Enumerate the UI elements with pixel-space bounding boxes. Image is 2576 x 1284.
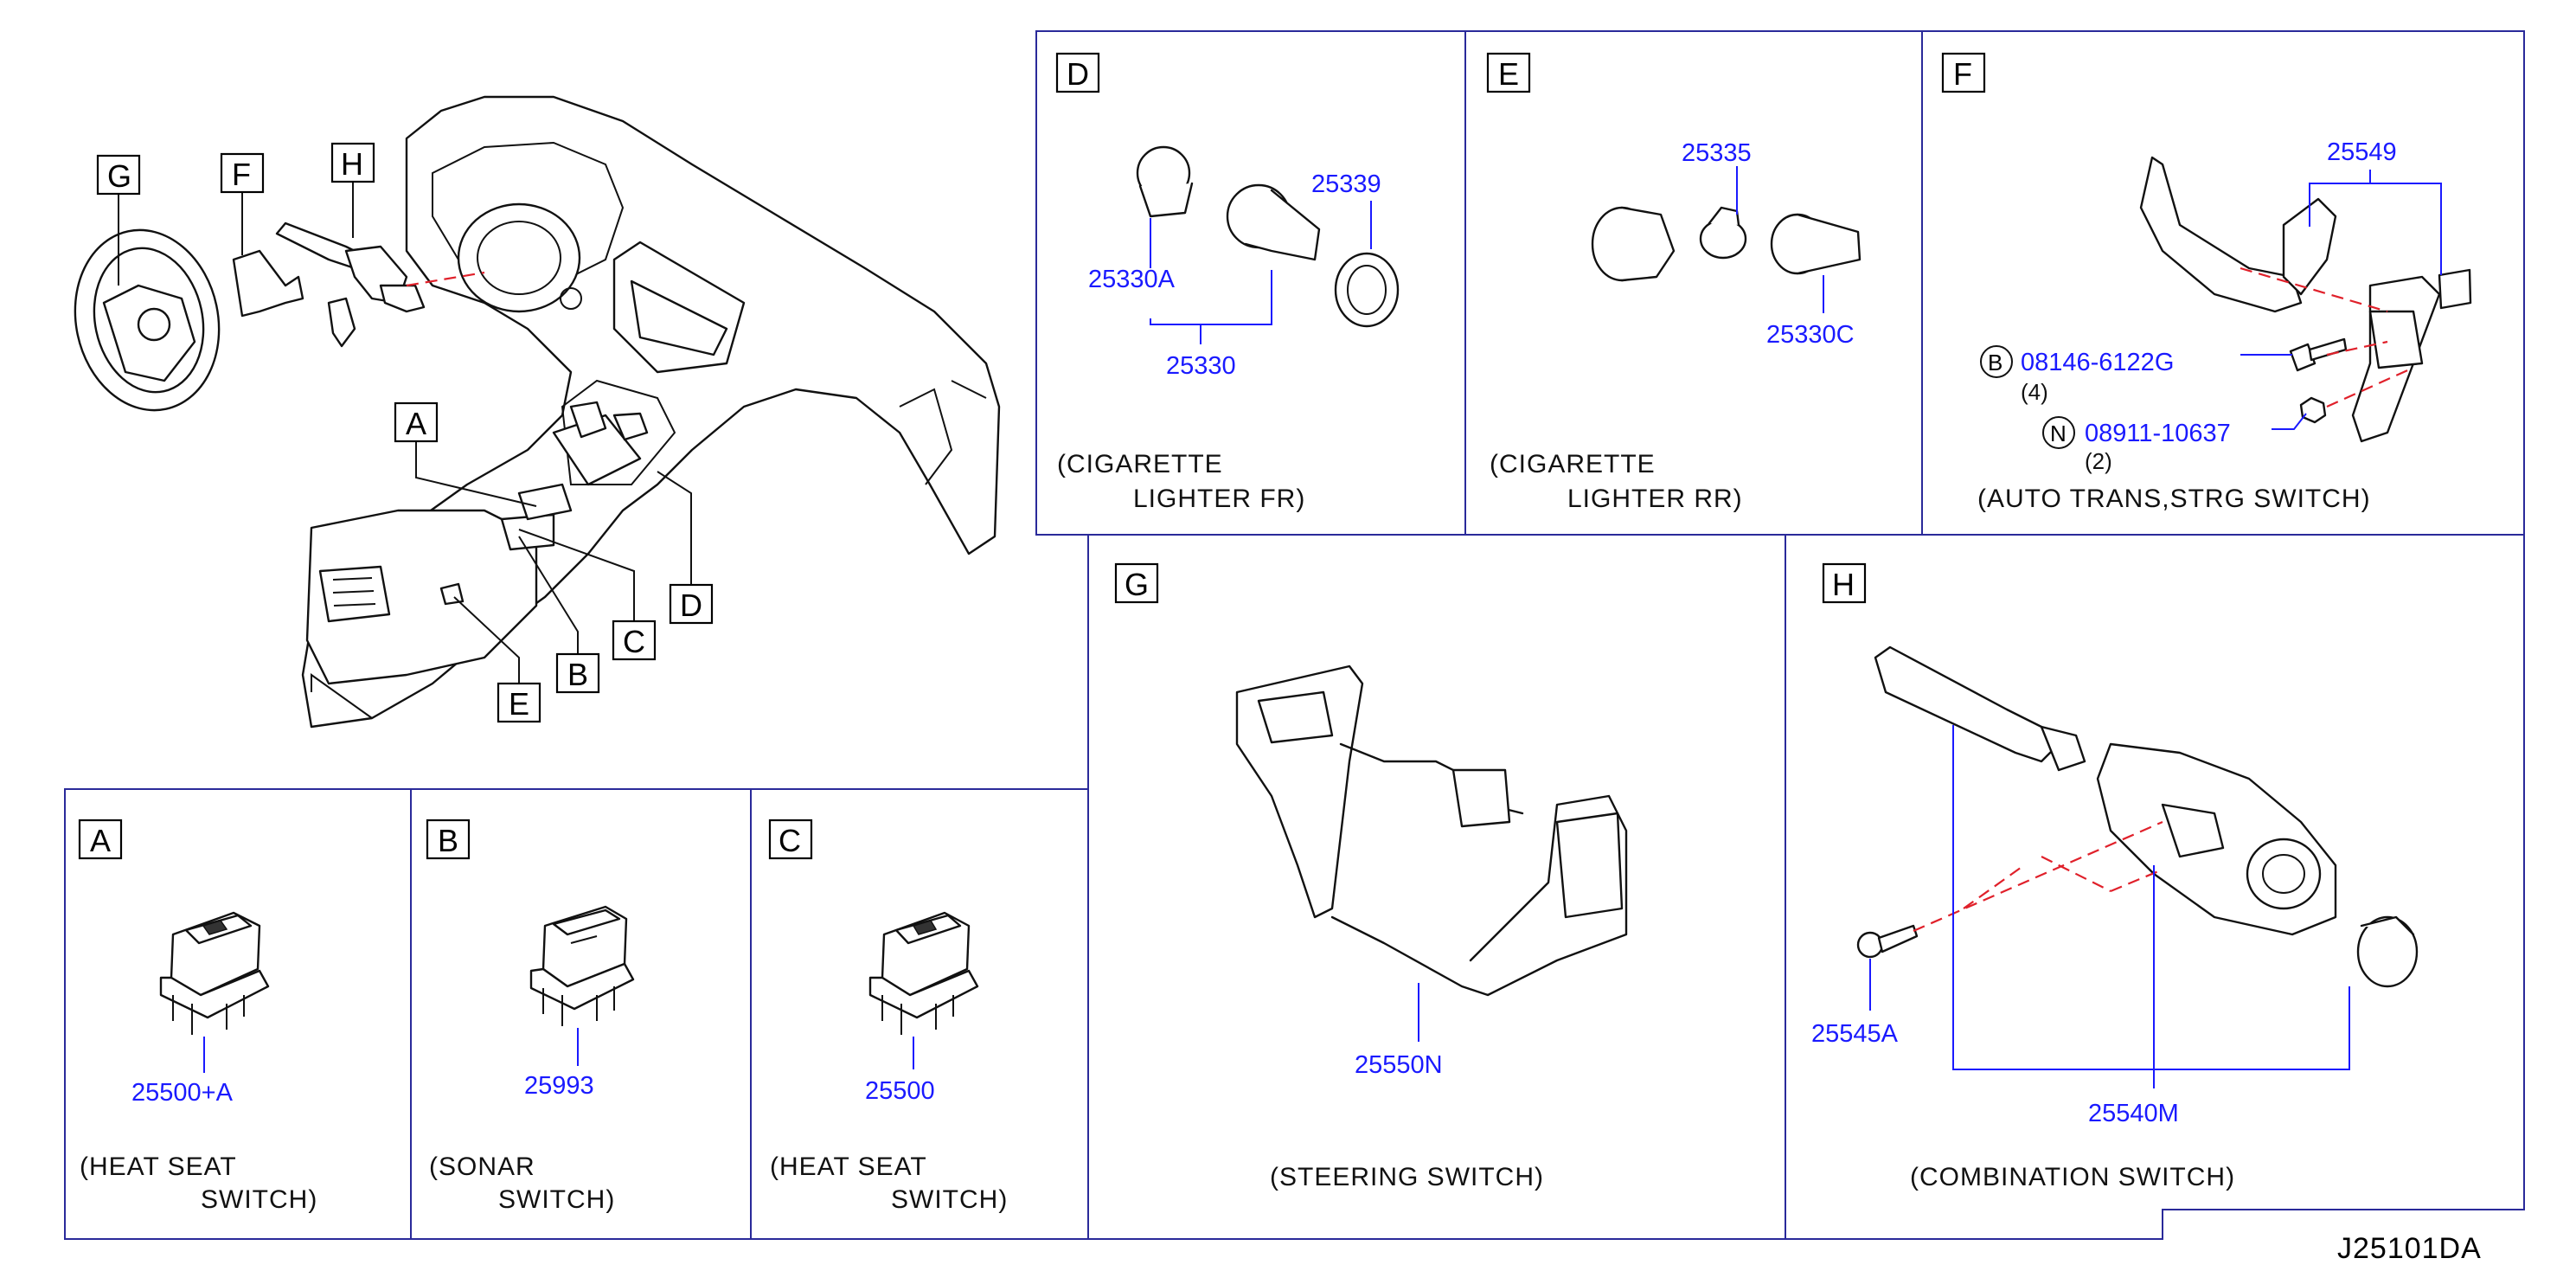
panel-B: B 25993 (SONAR SWITCH) [426, 819, 635, 1214]
panel-G: G 25550N (STEERING SWITCH) [1114, 562, 1628, 1191]
screw-drawing [1856, 924, 1919, 959]
panel-D: D 25339 25330A 25330 (CIGARETTE LIGHTER … [1055, 52, 1400, 513]
steering-switch-drawing [1235, 664, 1628, 997]
part-number-25335: 25335 [1682, 139, 1752, 167]
part-number-25549: 25549 [2327, 138, 2397, 166]
overview-callout-F: F [220, 152, 265, 194]
panel-C: C 25500 (HEAT SEAT SWITCH) [768, 819, 1008, 1214]
overview-callout-H: H [330, 142, 375, 183]
part-number-25330A: 25330A [1088, 266, 1176, 293]
panel-D-caption-2: LIGHTER FR) [1133, 485, 1305, 513]
svg-text:H: H [341, 146, 363, 182]
panel-D-letter: D [1067, 56, 1089, 92]
panel-E: E 25335 25330C (CIGARETTE LIGHTER RR) [1486, 52, 1862, 513]
panel-B-letter: B [438, 823, 458, 858]
panel-H-caption: (COMBINATION SWITCH) [1910, 1163, 2235, 1191]
panel-F-letter: F [1953, 56, 1972, 92]
combination-switch-drawing [275, 221, 426, 348]
svg-text:A: A [406, 406, 426, 441]
panel-B-caption-1: (SONAR [429, 1152, 535, 1181]
cigarette-lighter-drawing [1136, 145, 1400, 328]
part-number-08146-6122G: 08146-6122G [2021, 349, 2174, 376]
nut-drawing [2299, 396, 2327, 424]
svg-text:E: E [509, 686, 529, 722]
panel-H: H 25545A 25540M (COMBINATION SWITCH) [1811, 562, 2419, 1191]
part-number-25500: 25500 [865, 1077, 935, 1105]
part-number-25339: 25339 [1311, 170, 1381, 198]
panel-frames [64, 30, 2525, 1240]
panel-A-letter: A [90, 823, 111, 858]
svg-text:B: B [567, 657, 588, 692]
panel-F-caption: (AUTO TRANS,STRG SWITCH) [1977, 485, 2371, 513]
panel-G-letter: G [1125, 567, 1149, 602]
heat-seat-switch-c-drawing [868, 911, 979, 1035]
dashboard-drawing [301, 95, 1001, 729]
panel-E-caption-2: LIGHTER RR) [1567, 485, 1743, 513]
heat-seat-switch-drawing [159, 911, 270, 1035]
overview-leaders [118, 182, 692, 699]
sonar-switch-drawing [529, 905, 635, 1026]
panel-B-caption-2: SWITCH) [498, 1185, 615, 1214]
panel-E-letter: E [1498, 56, 1519, 92]
panel-H-letter: H [1832, 567, 1855, 602]
paddle-drawing [232, 249, 304, 318]
panel-A-caption-2: SWITCH) [201, 1185, 317, 1214]
overview-callout-G: G [96, 154, 141, 196]
panel-D-caption-1: (CIGARETTE [1057, 450, 1223, 478]
part-number-25545A: 25545A [1811, 1020, 1899, 1048]
bolt-drawing [2289, 337, 2348, 372]
panel-A: A 25500+A (HEAT SEAT SWITCH) [78, 819, 317, 1214]
bolt-quantity: (4) [2021, 379, 2048, 405]
part-number-25540M: 25540M [2088, 1100, 2179, 1127]
panel-E-caption-1: (CIGARETTE [1490, 450, 1656, 478]
nut-mark-N [2042, 416, 2075, 449]
svg-text:G: G [107, 158, 131, 194]
part-number-08911-10637: 08911-10637 [2085, 420, 2231, 447]
svg-text:F: F [232, 157, 251, 192]
part-number-25993: 25993 [524, 1072, 594, 1100]
nut-mark-N-letter: N [2050, 421, 2067, 446]
part-number-25330: 25330 [1166, 352, 1236, 380]
part-number-25330C: 25330C [1766, 321, 1855, 349]
paddle-shifter-drawing [2139, 156, 2472, 443]
panel-G-caption: (STEERING SWITCH) [1270, 1163, 1544, 1191]
rear-lighter-drawing [1591, 206, 1862, 282]
overview-callout-C: C [612, 620, 657, 661]
bolt-mark-B-letter: B [1988, 350, 2002, 376]
svg-text:D: D [680, 587, 702, 623]
bolt-mark-B [1980, 345, 2013, 378]
diagram-code: J25101DA [2337, 1232, 2482, 1265]
panel-F: F 25549 B 08146-6122G (4) N 08911-10637 … [1941, 52, 2472, 513]
panel-C-caption-2: SWITCH) [891, 1185, 1008, 1214]
combination-switch-assembly-drawing [1874, 645, 2419, 988]
nut-quantity: (2) [2085, 448, 2112, 474]
part-number-25550N: 25550N [1355, 1051, 1443, 1079]
panel-A-caption-1: (HEAT SEAT [80, 1152, 237, 1181]
overview-callout-B: B [555, 652, 600, 694]
panel-C-caption-1: (HEAT SEAT [770, 1152, 927, 1181]
overview-dashboard: G F H A B C D E [74, 95, 1001, 729]
svg-text:C: C [623, 624, 645, 659]
steering-wheel-drawing [74, 228, 221, 412]
part-number-25500+A: 25500+A [131, 1079, 234, 1107]
overview-callout-A: A [394, 401, 439, 443]
overview-callout-E: E [497, 682, 541, 723]
panel-C-letter: C [779, 823, 801, 858]
overview-callout-D: D [669, 583, 714, 625]
